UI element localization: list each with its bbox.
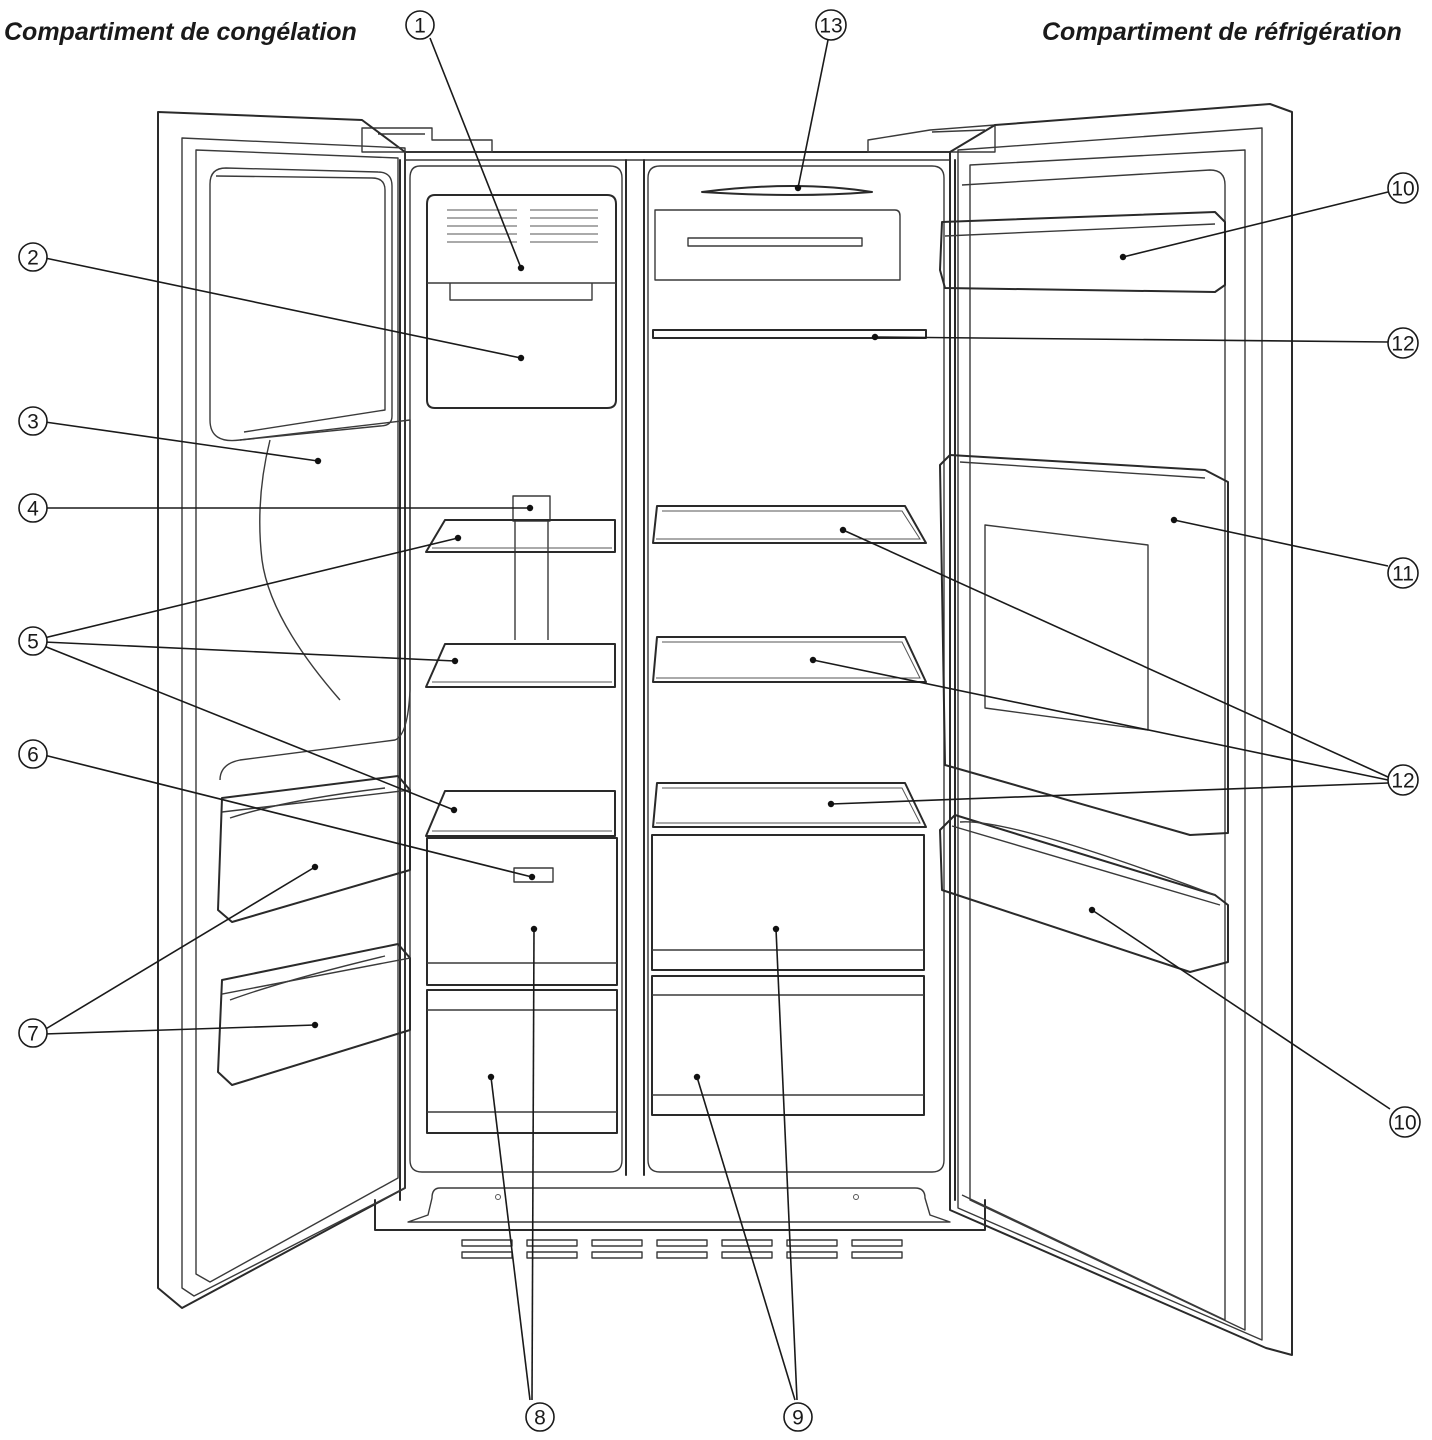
callout-number: 12 [1391,770,1414,793]
leader-lines [43,37,1391,1401]
freezer-interior [425,194,618,1134]
freezer-compartment-heading: Compartiment de congélation [4,18,357,46]
callout-number: 10 [1393,1112,1416,1135]
callout-number: 9 [792,1407,804,1430]
callout-number: 7 [27,1023,39,1046]
freezer-door-bin-lower [217,943,411,1086]
callout-number: 8 [534,1407,546,1430]
fridge-light [701,185,873,196]
fridge-drawer-lower [651,975,925,1116]
callout-c1: 1 [405,10,435,40]
fridge-door-large-bin [939,454,1229,836]
callout-c10a: 10 [1387,172,1419,204]
callout-c9: 9 [783,1402,813,1432]
freezer-drawer-upper [426,837,618,986]
freezer-door-bin-upper [217,775,411,923]
callout-c5: 5 [18,626,48,656]
fridge-drawer-upper [651,834,925,971]
freezer-light [513,867,554,883]
freezer-shelf-bottom [425,790,616,837]
callout-number: 5 [27,631,39,654]
callout-c12b: 12 [1387,764,1419,796]
callout-number: 6 [27,744,39,767]
callout-number: 3 [27,411,39,434]
callout-number: 4 [27,498,39,521]
callout-c3: 3 [18,406,48,436]
callout-c11: 11 [1387,557,1419,589]
freezer-door [157,111,411,1309]
callout-number: 13 [819,15,842,38]
ice-maker-housing [426,194,617,409]
callout-c2: 2 [18,242,48,272]
callout-c4: 4 [18,493,48,523]
callout-number: 2 [27,247,39,270]
base-grille-vents [461,1239,903,1259]
callout-c13: 13 [815,9,847,41]
fridge-shelf-2 [652,636,927,683]
fridge-compartment-heading: Compartiment de réfrigération [1042,20,1402,45]
callout-c7: 7 [18,1018,48,1048]
fridge-interior [651,185,927,1116]
freezer-drawer-lower [426,989,618,1134]
callout-c12a: 12 [1387,327,1419,359]
callout-number: 10 [1391,178,1414,201]
cabinet-body [361,124,996,1259]
callout-c8: 8 [525,1402,555,1432]
fridge-door-bin-bottom [939,814,1229,973]
ice-maker-vents [447,209,598,243]
callout-number: 1 [414,15,426,38]
callout-c10b: 10 [1389,1106,1421,1138]
callout-number: 11 [1392,563,1414,586]
callout-c6: 6 [18,739,48,769]
callout-number: 12 [1391,333,1414,356]
fridge-door [939,103,1293,1356]
fridge-shelf-1 [652,505,927,544]
freezer-shelf-middle [425,643,616,688]
freezer-shelf-top [425,519,616,553]
fridge-door-bin-top [939,211,1226,293]
fridge-shelf-3 [652,782,927,828]
